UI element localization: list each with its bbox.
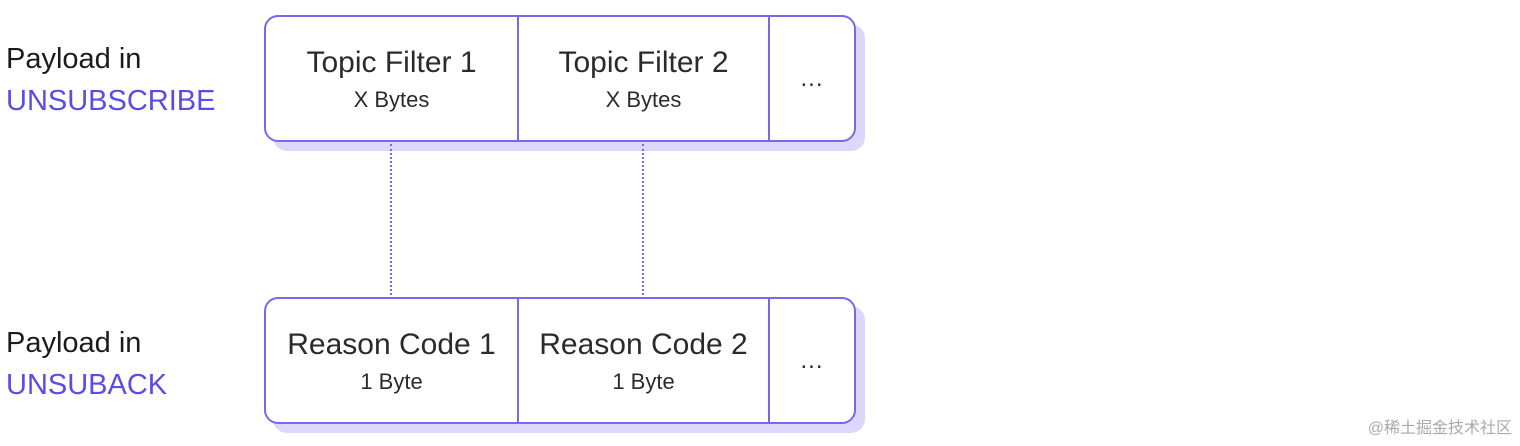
unsuback-label-line1: Payload in — [6, 327, 142, 359]
watermark: @稀土掘金技术社区 — [1367, 420, 1512, 437]
unsuback-payload-label: Payload in UNSUBACK — [6, 322, 167, 406]
unsubscribe-label-line1: Payload in — [6, 43, 142, 75]
reason-code-more-cell: ... — [768, 299, 854, 422]
reason-code-1-size: 1 Byte — [360, 368, 423, 394]
unsubscribe-label-line2: UNSUBSCRIBE — [6, 85, 216, 117]
reason-code-1-name: Reason Code 1 — [287, 327, 496, 361]
topic-filter-1-cell: Topic Filter 1 X Bytes — [266, 17, 517, 140]
connector-line-1 — [390, 144, 392, 295]
reason-code-2-size: 1 Byte — [612, 368, 675, 394]
topic-filter-1-size: X Bytes — [353, 86, 430, 112]
reason-code-1-cell: Reason Code 1 1 Byte — [266, 299, 517, 422]
unsuback-payload-box: Reason Code 1 1 Byte Reason Code 2 1 Byt… — [264, 297, 856, 424]
reason-code-2-cell: Reason Code 2 1 Byte — [517, 299, 768, 422]
unsubscribe-payload-box: Topic Filter 1 X Bytes Topic Filter 2 X … — [264, 15, 856, 142]
topic-filter-2-cell: Topic Filter 2 X Bytes — [517, 17, 768, 140]
topic-filter-1-name: Topic Filter 1 — [306, 45, 477, 79]
connector-line-2 — [642, 144, 644, 295]
reason-code-2-name: Reason Code 2 — [539, 327, 748, 361]
topic-filter-2-name: Topic Filter 2 — [558, 45, 729, 79]
unsuback-payload-group: Reason Code 1 1 Byte Reason Code 2 1 Byt… — [264, 297, 865, 433]
topic-filter-ellipsis: ... — [800, 64, 824, 92]
reason-code-ellipsis: ... — [800, 346, 824, 374]
unsubscribe-payload-group: Topic Filter 1 X Bytes Topic Filter 2 X … — [264, 15, 865, 151]
unsubscribe-payload-label: Payload in UNSUBSCRIBE — [6, 38, 216, 122]
topic-filter-2-size: X Bytes — [605, 86, 682, 112]
topic-filter-more-cell: ... — [768, 17, 854, 140]
unsuback-label-line2: UNSUBACK — [6, 369, 168, 401]
